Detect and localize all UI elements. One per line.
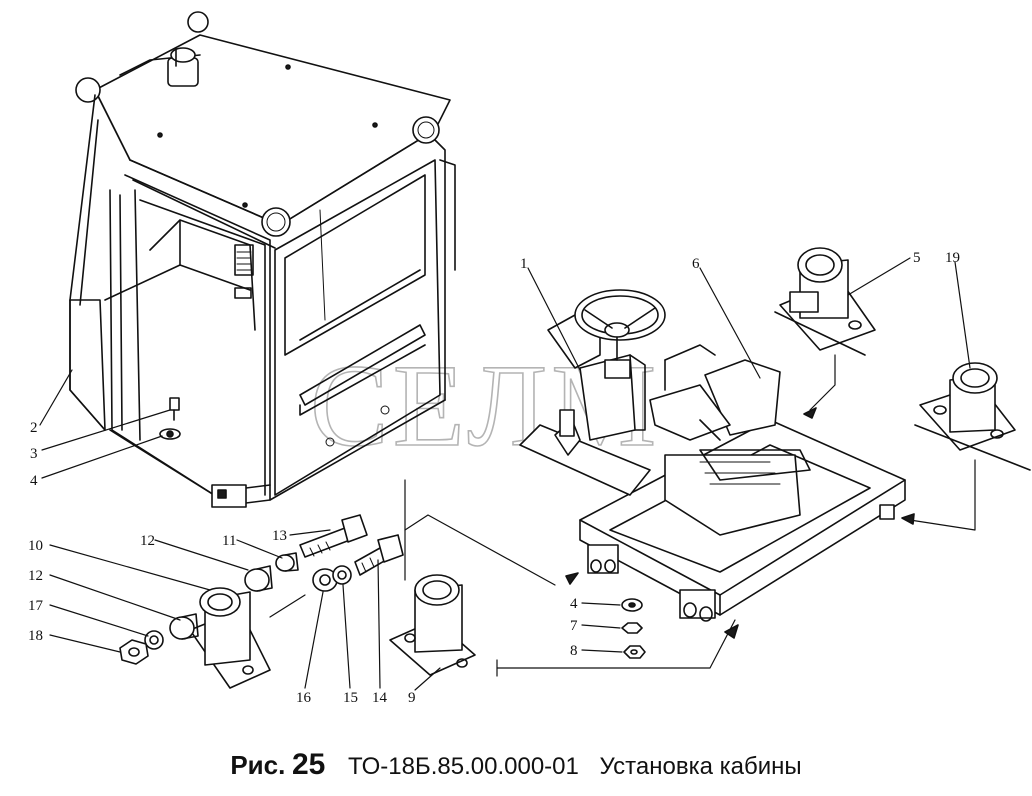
callout-1: 1 xyxy=(520,256,528,272)
callout-3: 3 xyxy=(30,446,38,462)
callout-4: 4 xyxy=(30,473,38,489)
bracket-10-assembly xyxy=(119,514,404,689)
callout-2: 2 xyxy=(30,420,38,436)
callout-7: 7 xyxy=(570,618,578,634)
callout-11: 11 xyxy=(222,533,236,549)
callout-12-lower: 12 xyxy=(28,568,43,584)
callout-18: 18 xyxy=(28,628,43,644)
callout-9: 9 xyxy=(408,690,416,706)
callout-6: 6 xyxy=(692,256,700,272)
callout-17: 17 xyxy=(28,598,44,614)
figure-title: Установка кабины xyxy=(599,753,802,780)
assembly-lines xyxy=(269,354,976,677)
bracket-9 xyxy=(389,574,476,676)
cab-assembly xyxy=(69,11,456,508)
callout-12-upper: 12 xyxy=(140,533,155,549)
callout-14: 14 xyxy=(372,690,388,706)
document-code: ТО-18Б.85.00.000-01 xyxy=(348,753,579,780)
callout-4-right: 4 xyxy=(570,596,578,612)
callout-8: 8 xyxy=(570,643,578,659)
fasteners-4-7-8 xyxy=(621,598,646,659)
figure-number: 25 xyxy=(292,748,326,781)
callout-numbers: 1 2 3 4 5 6 19 10 12 11 13 12 17 18 16 1… xyxy=(28,250,960,706)
figure-prefix: Рис. xyxy=(230,750,286,780)
callout-13: 13 xyxy=(272,528,287,544)
callout-15: 15 xyxy=(343,690,358,706)
leader-lines xyxy=(39,257,971,691)
callout-5: 5 xyxy=(913,250,921,266)
bracket-19 xyxy=(914,362,1031,471)
callout-19: 19 xyxy=(945,250,960,266)
callout-10: 10 xyxy=(28,538,43,554)
figure-caption: Рис. 25 ТО-18Б.85.00.000-01 Установка ка… xyxy=(0,748,1032,782)
callout-16: 16 xyxy=(296,690,312,706)
bracket-5 xyxy=(774,247,876,356)
control-platform-assembly xyxy=(519,289,906,622)
